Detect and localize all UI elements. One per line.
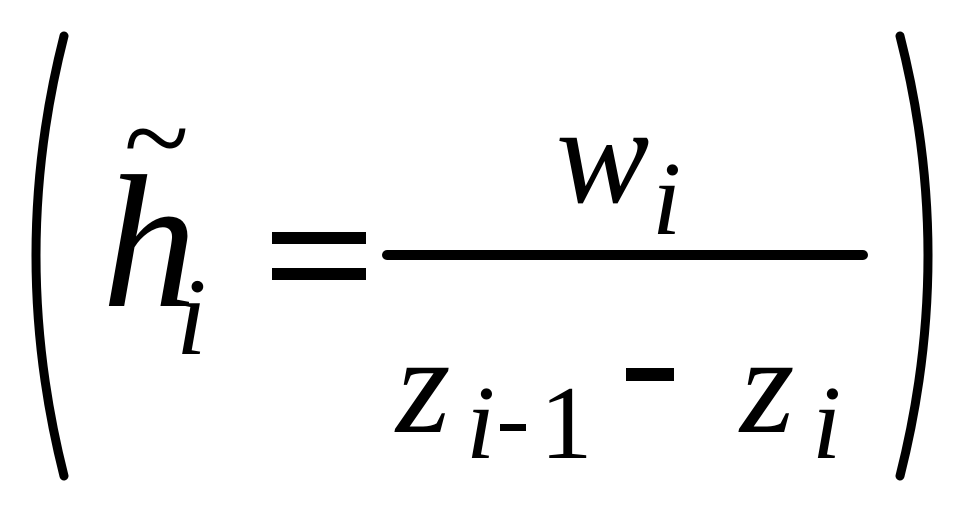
denominator-term1-symbol: z [396, 308, 451, 463]
lhs-tilde-accent: ~ [124, 71, 189, 204]
lhs-subscript: i [176, 256, 207, 378]
numerator-symbol: w [556, 78, 650, 233]
right-paren [895, 31, 933, 481]
lhs-symbol: h [102, 138, 197, 348]
denominator-term2-symbol: z [740, 308, 795, 463]
equals-sign-top-bar [272, 232, 366, 244]
denominator-term1-subscript-minus [500, 424, 526, 431]
fraction-bar [382, 250, 868, 260]
denominator-term1-subscript-num: 1 [540, 364, 593, 481]
denominator-minus-operator [626, 368, 674, 381]
denominator-term1-subscript-var: i [466, 364, 496, 481]
denominator-term2-subscript: i [812, 364, 842, 481]
numerator-subscript: i [652, 140, 682, 257]
left-paren [31, 31, 69, 481]
equals-sign-bottom-bar [272, 268, 366, 280]
